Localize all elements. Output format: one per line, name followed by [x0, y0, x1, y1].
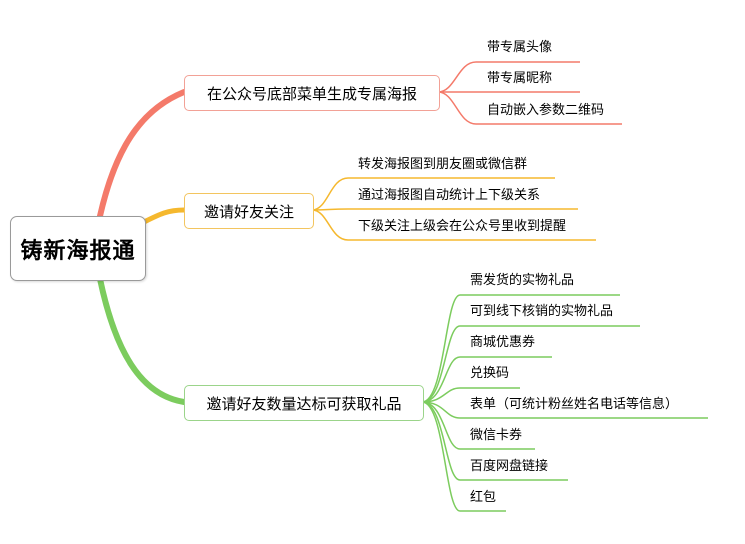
branch-3-label: 邀请好友数量达标可获取礼品	[206, 394, 402, 413]
leaf-node: 红包	[470, 490, 497, 505]
leaf-node: 微信卡券	[470, 428, 523, 443]
branch-node-2: 邀请好友关注	[184, 193, 314, 229]
branch-node-3: 邀请好友数量达标可获取礼品	[184, 385, 424, 421]
root-label: 铸新海报通	[20, 238, 136, 264]
root-node: 铸新海报通	[10, 216, 146, 281]
branch-1-label: 在公众号底部菜单生成专属海报	[206, 84, 417, 103]
leaf-node: 带专属头像	[487, 40, 553, 55]
leaf-node: 商城优惠券	[470, 335, 536, 350]
leaf-node: 需发货的实物礼品	[470, 273, 575, 288]
leaf-node: 兑换码	[470, 366, 510, 381]
leaf-node: 转发海报图到朋友圈或微信群	[358, 157, 528, 172]
connector-root-to-branch-3	[97, 276, 187, 405]
branch-2-leaf-connectors	[311, 177, 596, 241]
branch-2-label: 邀请好友关注	[203, 202, 294, 221]
leaf-node: 表单（可统计粉丝姓名电话等信息）	[470, 397, 679, 412]
branch-3-leaf-connectors	[421, 294, 708, 512]
branch-node-1: 在公众号底部菜单生成专属海报	[184, 75, 440, 111]
connector-root-to-branch-2	[141, 207, 187, 225]
leaf-node: 带专属昵称	[487, 71, 553, 86]
leaf-node: 自动嵌入参数二维码	[487, 103, 605, 118]
leaf-node: 下级关注上级会在公众号里收到提醒	[358, 219, 567, 234]
branch-1-leaf-connectors	[437, 61, 622, 125]
leaf-node: 通过海报图自动统计上下级关系	[358, 188, 541, 203]
leaf-node: 可到线下核销的实物礼品	[470, 304, 614, 319]
connector-root-to-branch-1	[97, 89, 187, 219]
leaf-node: 百度网盘链接	[470, 459, 549, 474]
